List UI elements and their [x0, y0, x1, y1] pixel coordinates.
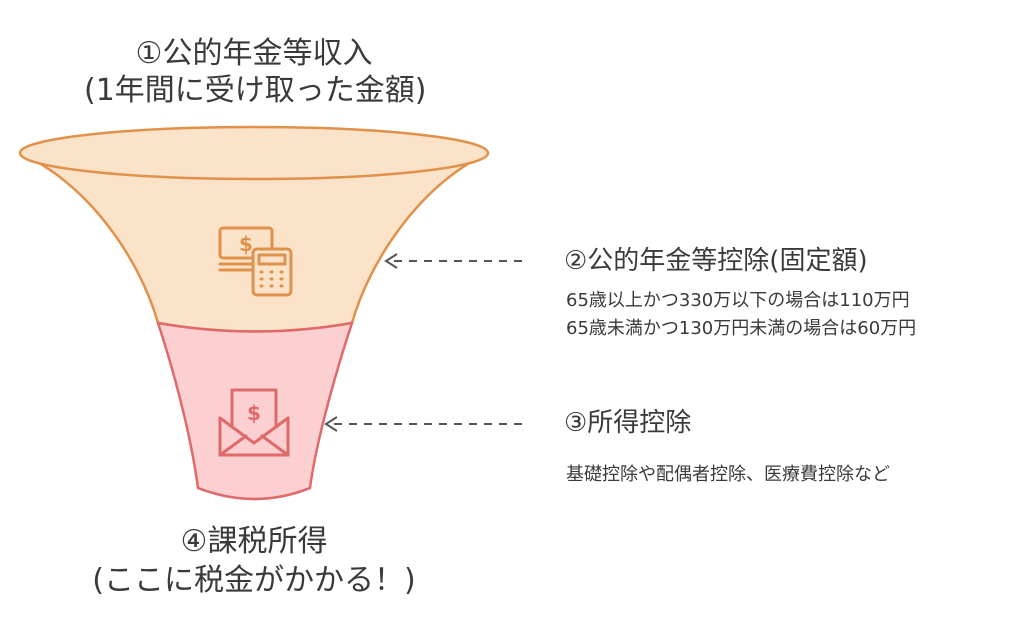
arrow-public-pension-deduction	[384, 253, 522, 269]
income-deduction-heading: ③所得控除	[564, 408, 692, 438]
svg-text:$: $	[239, 232, 253, 256]
income-title-line2: (1年間に受け取った金額)	[84, 73, 427, 108]
taxable-income-line2: (ここに税金がかかる！)	[92, 563, 416, 598]
public-pension-deduction-detail-1: 65歳以上かつ330万以下の場合は110万円	[566, 290, 910, 311]
taxable-income-line1: ④課税所得	[180, 524, 328, 559]
public-pension-deduction-detail-2: 65歳未満かつ130万円未満の場合は60万円	[566, 318, 917, 339]
funnel-lower-section	[156, 321, 354, 501]
income-title-line1: ①公的年金等収入	[135, 36, 373, 71]
arrow-income-deduction	[324, 416, 522, 432]
income-deduction-detail: 基礎控除や配偶者控除、医療費控除など	[566, 464, 890, 485]
dollar-envelope-icon: $	[218, 388, 290, 457]
money-calculator-icon: $	[218, 226, 293, 297]
svg-text:$: $	[247, 401, 261, 425]
public-pension-deduction-heading: ②公的年金等控除(固定額)	[564, 246, 868, 276]
funnel-rim	[18, 125, 490, 181]
